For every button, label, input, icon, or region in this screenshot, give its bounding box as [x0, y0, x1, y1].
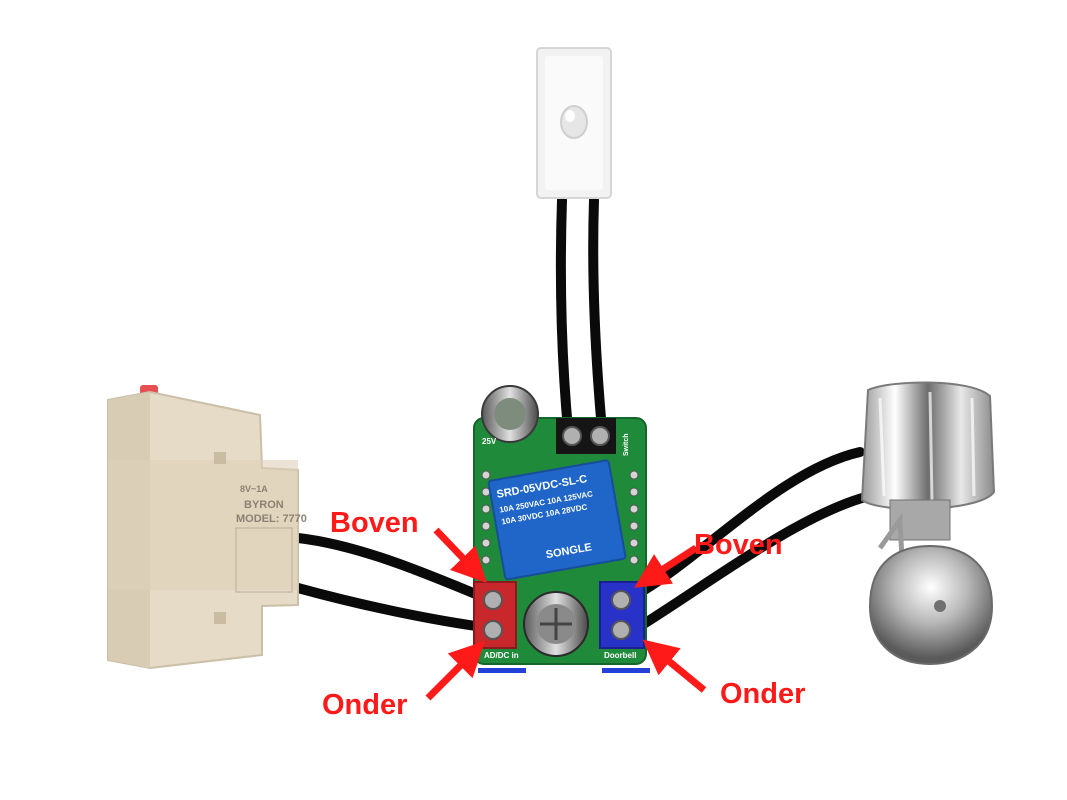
push-button-icon — [536, 47, 612, 199]
output-underline — [602, 668, 650, 673]
transformer-model: MODEL: 7770 — [236, 513, 307, 525]
relay-board-icon: 25V Switch SRD-05VDC-SL-C 10A 250VAC 10A… — [473, 385, 650, 673]
arrow-right-bottom — [642, 639, 707, 693]
wire-switch-left — [555, 195, 573, 435]
transformer-icon: 8V~1A BYRON MODEL: 7770 — [107, 385, 307, 670]
annotation-arrows — [425, 527, 707, 701]
wire-transformer-top — [293, 533, 495, 605]
label-right-bottom: Onder — [720, 678, 805, 710]
bell-icon — [860, 381, 996, 666]
relay-icon: SRD-05VDC-SL-C 10A 250VAC 10A 125VAC 10A… — [487, 459, 627, 581]
wire-transformer-bottom — [293, 583, 495, 633]
transformer-brand: BYRON — [244, 499, 284, 511]
wire-switch-right — [588, 195, 607, 435]
arrow-left-bottom — [425, 641, 485, 701]
label-left-top: Boven — [330, 507, 419, 539]
output-label: Doorbell — [604, 651, 636, 660]
transformer-rating: 8V~1A — [240, 484, 268, 494]
label-left-bottom: Onder — [322, 689, 407, 721]
capacitor-label: 25V — [482, 437, 497, 446]
input-underline — [478, 668, 526, 673]
label-right-top: Boven — [694, 529, 783, 561]
arrow-left-top — [433, 527, 487, 584]
arrow-right-top — [634, 545, 698, 588]
wire-bell-bottom — [629, 493, 867, 635]
wire-bell-top — [629, 447, 865, 601]
input-label: AD/DC in — [484, 651, 519, 660]
switch-label: Switch — [623, 433, 630, 456]
